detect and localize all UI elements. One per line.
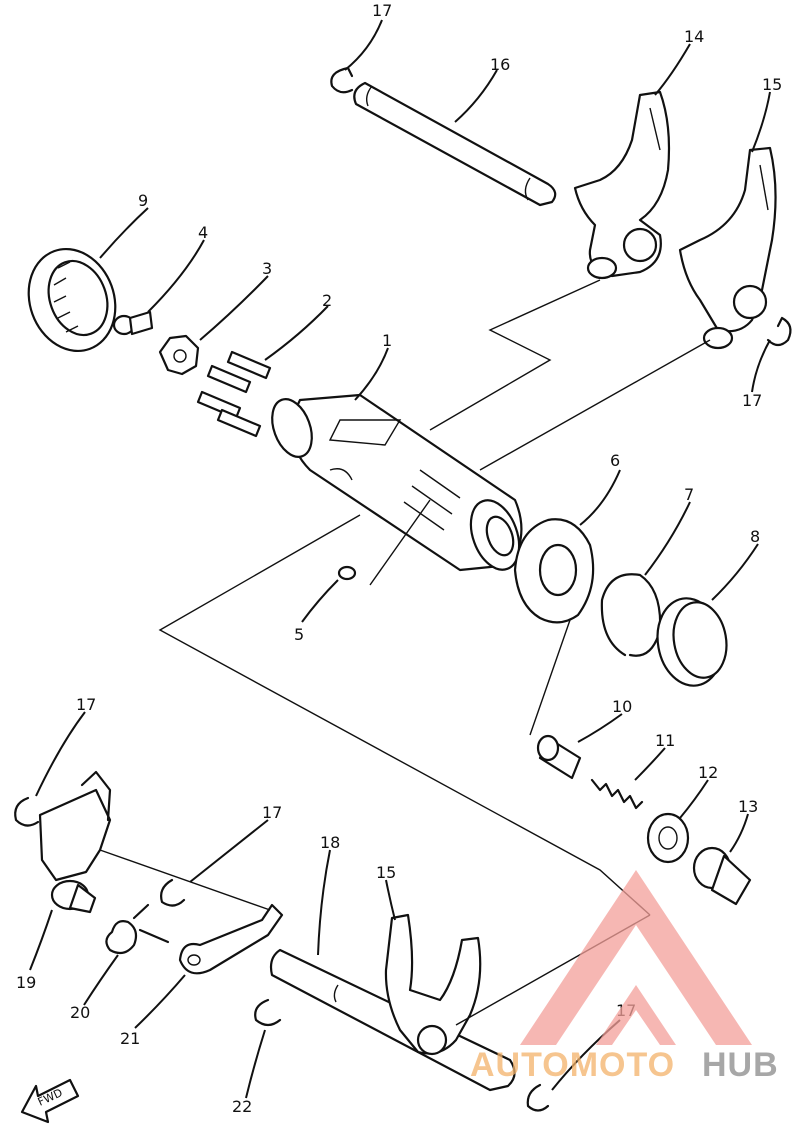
part-3-segment — [158, 334, 200, 376]
callout-20: 20 — [70, 1003, 90, 1022]
part-12-washer — [646, 812, 690, 864]
part-19-shift-arm — [38, 770, 112, 914]
part-17-circlip-e — [526, 1083, 550, 1112]
callout-17-right: 17 — [742, 391, 762, 410]
part-7-circlip — [600, 573, 662, 657]
part-11-spring — [590, 778, 644, 810]
callout-21: 21 — [120, 1029, 140, 1048]
part-21-shift-lever — [178, 903, 284, 975]
part-15-shift-fork-upper — [678, 146, 777, 350]
callout-15-bottom: 15 — [376, 863, 396, 882]
part-15-shift-fork-lower — [384, 913, 482, 1056]
part-20-return-spring — [105, 903, 170, 955]
triangle-a-logo — [520, 870, 752, 1045]
part-18-shift-fork-shaft — [269, 948, 516, 1092]
callout-9: 9 — [138, 191, 148, 210]
callout-13: 13 — [738, 797, 758, 816]
callout-19: 19 — [16, 973, 36, 992]
part-14-shift-fork — [573, 90, 671, 280]
part-17-circlip-d — [160, 878, 186, 907]
part-6-stopper-plate — [513, 518, 595, 624]
callout-11: 11 — [655, 731, 675, 750]
callout-3: 3 — [262, 259, 272, 278]
callout-16: 16 — [490, 55, 510, 74]
callout-4: 4 — [198, 223, 208, 242]
callout-17-left: 17 — [76, 695, 96, 714]
part-5-pin — [337, 565, 357, 581]
part-17-circlip-a — [330, 66, 354, 94]
callout-7: 7 — [684, 485, 694, 504]
brand-hub: HUB — [702, 1046, 779, 1084]
callout-15-top: 15 — [762, 75, 782, 94]
part-13-plug-bolt — [692, 846, 752, 906]
callout-1: 1 — [382, 331, 392, 350]
part-16-shift-fork-shaft — [353, 81, 557, 207]
callout-leaders — [29, 19, 771, 1099]
part-17-circlip-b — [766, 316, 792, 347]
watermark-logo: AUTOMOTO HUB — [470, 870, 779, 1084]
callout-numbers: 17 16 14 15 9 4 3 2 1 17 6 7 8 5 10 11 1… — [16, 1, 782, 1116]
part-4-screw — [112, 310, 154, 336]
callout-10: 10 — [612, 697, 632, 716]
callout-14: 14 — [684, 27, 704, 46]
callout-8: 8 — [750, 527, 760, 546]
fwd-arrow: FWD — [20, 1078, 80, 1124]
part-22-circlip — [254, 998, 282, 1027]
callout-18: 18 — [320, 833, 340, 852]
callout-17-top: 17 — [372, 1, 392, 20]
part-10-detent-pin — [536, 734, 582, 780]
brand-auto-moto: AUTOMOTO — [470, 1046, 675, 1084]
callout-22: 22 — [232, 1097, 252, 1116]
part-9-needle-bearing — [27, 247, 117, 353]
part-17-circlip-c — [14, 796, 40, 827]
part-8-cap — [656, 597, 728, 687]
part-2-pins — [196, 350, 272, 438]
callout-6: 6 — [610, 451, 620, 470]
callout-17-mid: 17 — [262, 803, 282, 822]
callout-12: 12 — [698, 763, 718, 782]
callout-2: 2 — [322, 291, 332, 310]
part-1-shift-drum — [271, 393, 523, 572]
callout-5: 5 — [294, 625, 304, 644]
